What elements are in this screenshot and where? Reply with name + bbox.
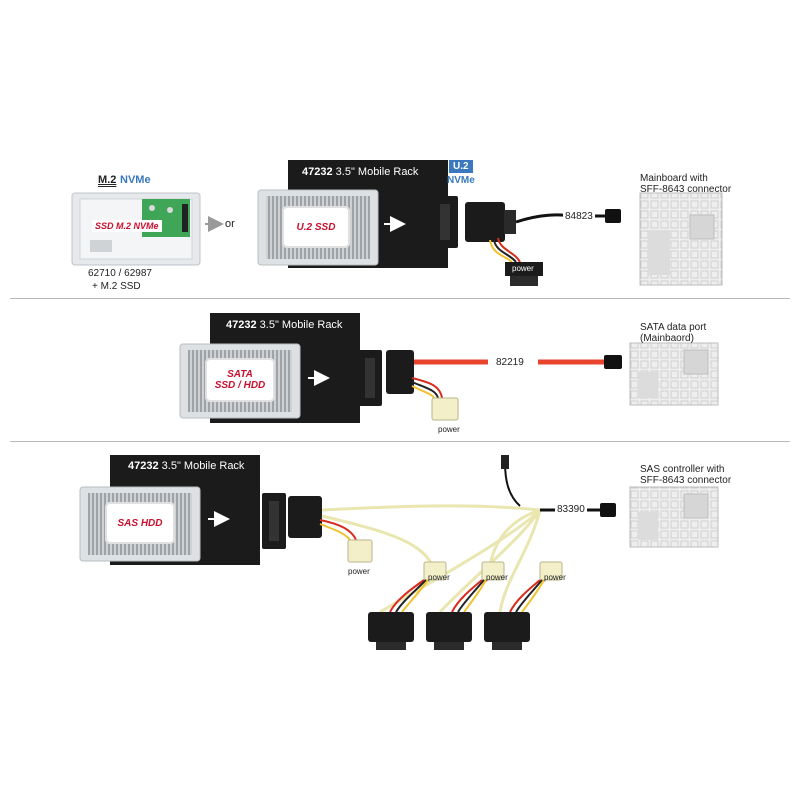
sata-plug-icon (604, 355, 622, 369)
section-divider (10, 441, 790, 442)
sas-drive-connector-2 (426, 579, 487, 650)
sas-drive-connector-3 (484, 579, 545, 650)
or-label: or (225, 218, 235, 230)
rack-number: 47232 (302, 166, 333, 178)
sas-connector-image (262, 493, 373, 563)
nvme-label-right: NVMe (447, 175, 475, 186)
cable-id-label: 83390 (555, 504, 587, 515)
power-label: power (348, 567, 370, 576)
target-line-1: SAS controller with (640, 464, 725, 475)
rack-name: 3.5" Mobile Rack (259, 319, 343, 331)
target-line-1: Mainboard with (640, 173, 708, 184)
section-divider (10, 298, 790, 299)
power-plug-icon (481, 561, 505, 581)
mainboard-2-image (629, 342, 719, 406)
target-line-2: SFF-8643 connector (640, 475, 732, 486)
sff8643-plug-icon (605, 209, 621, 223)
m2-label: M.2 (98, 174, 117, 186)
power-plug-icon (423, 561, 447, 581)
nvme-label-left: NVMe (120, 174, 151, 186)
drive-label: U.2 SSD (296, 221, 336, 233)
rack-name: 3.5" Mobile Rack (335, 166, 419, 178)
u2-connector-image (432, 196, 543, 286)
rack-title-1: 47232 3.5" Mobile Rack (302, 166, 418, 178)
rack-title-3: 47232 3.5" Mobile Rack (128, 460, 244, 472)
target-line-2: SFF-8643 connector (640, 184, 732, 195)
power-label: power (438, 425, 460, 434)
sata-connector-image (358, 350, 459, 421)
power-label: power (428, 573, 450, 582)
mainboard-1-image (639, 192, 723, 286)
m2-card-label: SSD M.2 NVMe (92, 220, 162, 232)
rack-number: 47232 (128, 460, 159, 472)
cable-id-label: 82219 (494, 357, 526, 368)
power-plug-icon (539, 561, 563, 581)
power-label: power (512, 264, 534, 273)
sideband-plug-icon (501, 455, 509, 469)
rack-title-2: 47232 3.5" Mobile Rack (226, 319, 342, 331)
rack-number: 47232 (226, 319, 257, 331)
power-label: power (544, 573, 566, 582)
cable-id-label: 84823 (563, 211, 595, 222)
sff8643-plug-icon-2 (600, 503, 616, 517)
sas-drive-connector-1 (368, 579, 429, 650)
drive-plate-sas: SAS HDD (105, 502, 175, 544)
power-label: power (486, 573, 508, 582)
plus-ssd-label: + M.2 SSD (92, 281, 141, 292)
u2-badge: U.2 (449, 160, 473, 173)
target-line-1: SATA data port (640, 322, 707, 333)
drive-label-line-2: SSD / HDD (214, 380, 266, 391)
rack-name: 3.5" Mobile Rack (161, 460, 245, 472)
drive-plate-u2: U.2 SSD (282, 206, 350, 248)
drive-label-line-1: SATA (227, 369, 253, 380)
drive-plate-sata: SATA SSD / HDD (205, 358, 275, 402)
part-numbers: 62710 / 62987 (88, 268, 152, 279)
drive-label: SAS HDD (117, 517, 163, 529)
target-line-2: (Mainbaord) (640, 333, 694, 344)
mainboard-3-image (629, 486, 719, 548)
